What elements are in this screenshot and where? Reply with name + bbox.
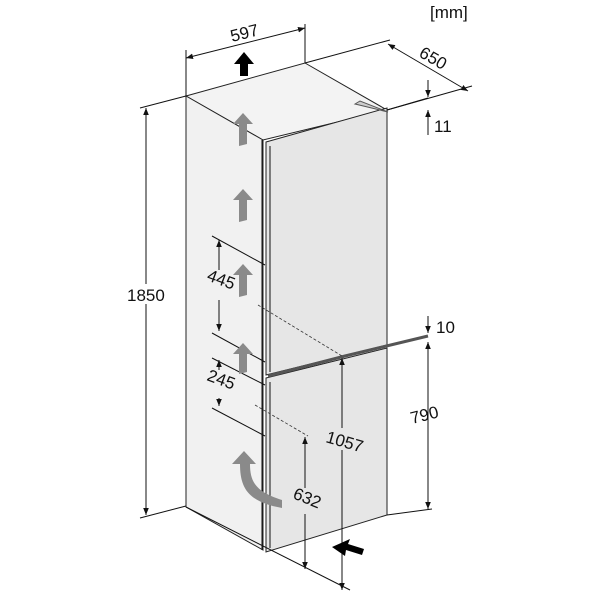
upper-door	[265, 107, 388, 376]
handle-mid-label: 10	[436, 318, 455, 337]
air-inlet-arrow-icon	[332, 539, 364, 556]
height-label: 1850	[127, 286, 165, 305]
handle-top-label: 11	[434, 117, 452, 136]
airflow-arrow-icon	[233, 113, 253, 374]
lower-door-label: 790	[408, 403, 440, 428]
depth-label: 650	[416, 43, 450, 74]
arrow-up-icon	[234, 52, 254, 76]
curved-airflow-arrow-icon	[232, 451, 282, 508]
top-handle	[353, 100, 389, 113]
units-label: [mm]	[430, 3, 468, 22]
mid-handle	[267, 334, 429, 378]
width-label: 597	[228, 21, 260, 46]
